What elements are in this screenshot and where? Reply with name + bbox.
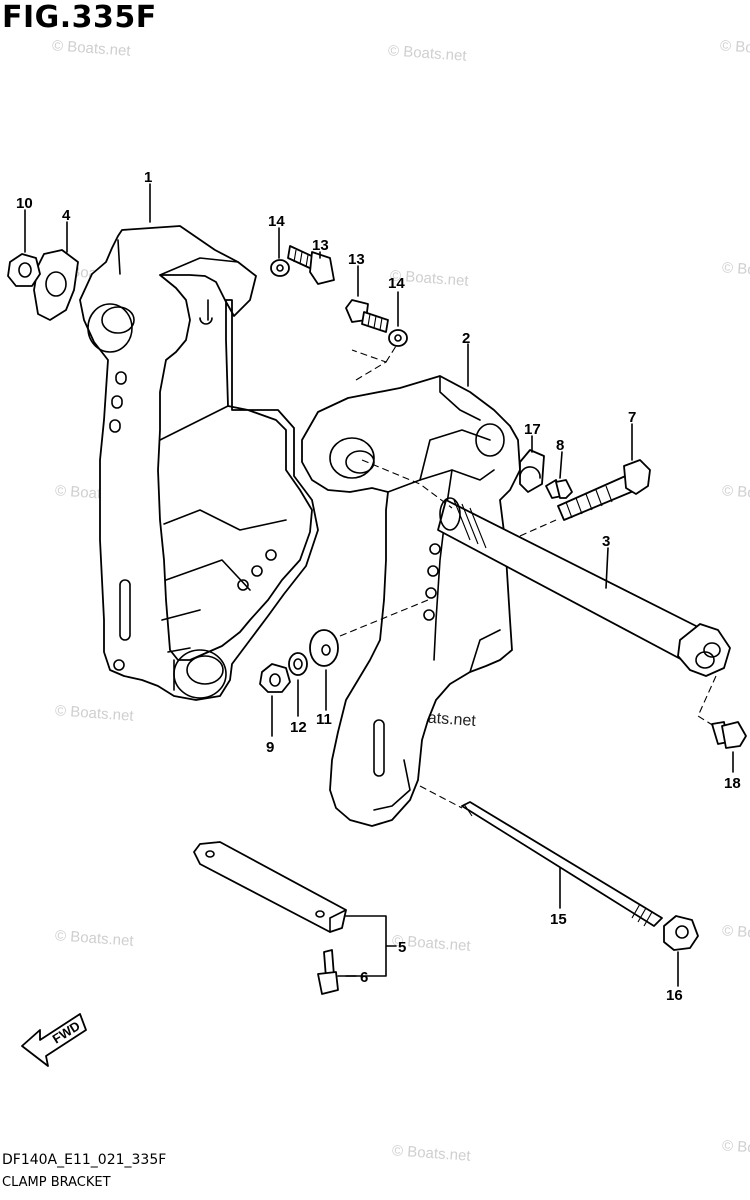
washer-lower[interactable] bbox=[388, 329, 408, 347]
callout-18: 18 bbox=[724, 775, 741, 792]
callout-8: 8 bbox=[556, 437, 564, 454]
washer-11[interactable] bbox=[309, 629, 339, 667]
through-shaft[interactable] bbox=[461, 801, 663, 927]
figure-title: FIG.335F bbox=[2, 0, 157, 35]
callout-5: 5 bbox=[398, 939, 406, 956]
callout-7: 7 bbox=[628, 409, 636, 426]
callout-14a: 14 bbox=[268, 213, 285, 230]
leader-lines bbox=[24, 183, 734, 987]
callout-3: 3 bbox=[602, 533, 610, 550]
clamp-bracket-left[interactable] bbox=[79, 225, 319, 701]
callout-15: 15 bbox=[550, 911, 567, 928]
callout-12: 12 bbox=[290, 719, 307, 736]
nut[interactable] bbox=[7, 253, 41, 287]
callout-numbers: 1 2 3 4 5 6 7 8 9 10 11 12 13 13 14 14 1… bbox=[16, 169, 741, 1004]
callout-4: 4 bbox=[62, 207, 71, 224]
clamp-bracket-right[interactable] bbox=[301, 375, 521, 827]
callout-10: 10 bbox=[16, 195, 33, 212]
plate-bolt[interactable] bbox=[317, 949, 339, 995]
figure-code: DF140A_E11_021_335F bbox=[2, 1152, 167, 1168]
figure-name: CLAMP BRACKET bbox=[2, 1175, 111, 1190]
callout-16: 16 bbox=[666, 987, 683, 1004]
shaft-nut[interactable] bbox=[663, 915, 699, 951]
anode-plate[interactable] bbox=[193, 841, 347, 933]
callout-1: 1 bbox=[144, 169, 152, 186]
bolt-18[interactable] bbox=[711, 721, 747, 749]
bolt-lower[interactable] bbox=[345, 299, 389, 333]
gasket-plate[interactable] bbox=[33, 249, 79, 321]
tilt-tube[interactable] bbox=[437, 497, 731, 677]
clip[interactable] bbox=[519, 449, 545, 493]
callout-9: 9 bbox=[266, 739, 274, 756]
bolt-upper[interactable] bbox=[287, 245, 335, 285]
callout-2: 2 bbox=[462, 330, 470, 347]
small-bolt[interactable] bbox=[545, 479, 573, 499]
callout-17: 17 bbox=[524, 421, 541, 438]
callout-13a: 13 bbox=[312, 237, 329, 254]
callout-6: 6 bbox=[360, 969, 368, 986]
nut-9[interactable] bbox=[259, 663, 291, 693]
fwd-arrow: FWD bbox=[21, 1013, 87, 1067]
washer-upper[interactable] bbox=[270, 259, 290, 277]
washer-12[interactable] bbox=[288, 652, 308, 676]
long-bolt[interactable] bbox=[557, 459, 651, 521]
callout-14b: 14 bbox=[388, 275, 405, 292]
callout-13b: 13 bbox=[348, 251, 365, 268]
callout-11: 11 bbox=[316, 711, 332, 728]
